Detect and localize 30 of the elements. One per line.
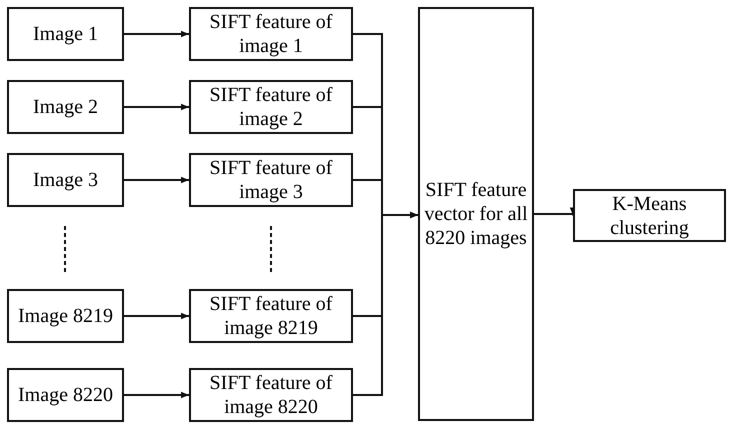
box-label: SIFT feature of image 1 [208, 10, 334, 58]
arrow [124, 176, 190, 184]
box-label: Image 8219 [18, 304, 113, 328]
process-box [189, 289, 353, 343]
process-box [189, 80, 353, 134]
box-label: Image 8220 [18, 383, 113, 407]
arrow [353, 212, 418, 396]
box-label: SIFT feature of image 8219 [208, 292, 334, 340]
box-label: Image 1 [33, 22, 98, 46]
box-label: Image 3 [33, 168, 98, 192]
arrow [124, 30, 190, 38]
arrow [124, 312, 190, 320]
box-label: SIFT feature of image 2 [208, 83, 334, 131]
box-label: SIFT feature vector for all 8220 images [424, 178, 528, 250]
process-box [7, 153, 124, 207]
process-box [189, 7, 353, 61]
process-box [7, 368, 124, 422]
process-box [7, 289, 124, 343]
arrow [124, 104, 190, 110]
box-label: SIFT feature of image 8220 [208, 371, 334, 419]
box-label: Image 2 [33, 95, 98, 119]
process-box [573, 189, 726, 242]
arrow [124, 392, 190, 398]
process-box [7, 7, 124, 61]
box-label: K-Means clustering [609, 192, 690, 240]
process-box [418, 7, 534, 421]
box-label: SIFT feature of image 3 [208, 156, 334, 204]
process-box [189, 368, 353, 422]
process-box [189, 153, 353, 207]
process-box [7, 80, 124, 134]
